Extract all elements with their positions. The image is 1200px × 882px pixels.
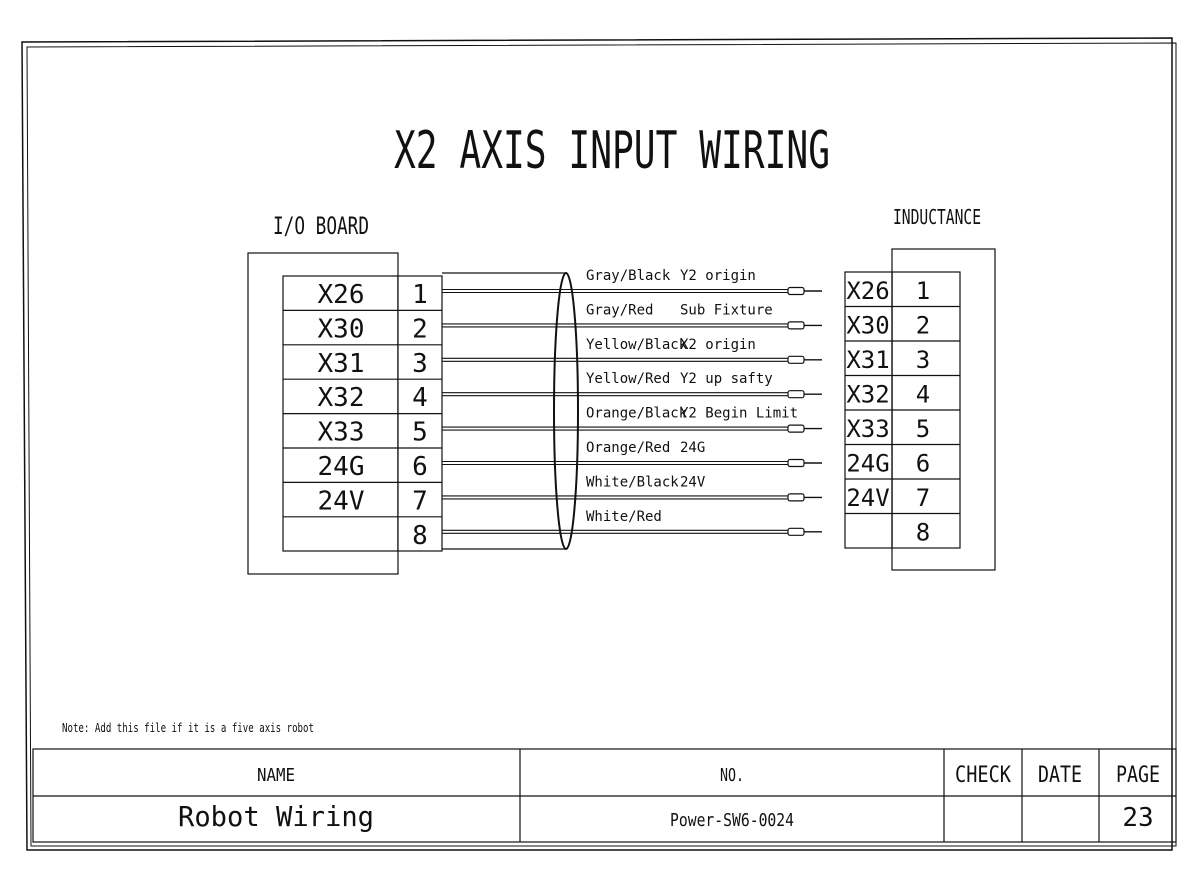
wire-terminal-connector — [787, 390, 805, 399]
io-board-pin-number: 7 — [412, 486, 428, 516]
wire-terminal-connector — [787, 286, 805, 296]
inductance-pin-number: 2 — [916, 312, 930, 340]
wire: Gray/Black Y2 origin — [442, 268, 822, 296]
io-board-signal-label: X30 — [318, 314, 365, 344]
wire-color-label: Yellow/Red — [586, 371, 670, 387]
wire-color-label: Orange/Black — [586, 406, 688, 422]
date-header: DATE — [1038, 763, 1082, 788]
inductance-signal-label: X31 — [846, 346, 889, 374]
inductance-pin-number: 8 — [916, 519, 930, 547]
cable-bundle — [442, 272, 579, 550]
wire-terminal-connector — [787, 493, 805, 502]
inductance-signal-label: X33 — [846, 415, 889, 443]
page-header: PAGE — [1116, 763, 1160, 788]
io-board-pin-number: 2 — [412, 314, 428, 344]
io-board-label: I/O BOARD — [273, 212, 369, 240]
wire-terminal-connector — [787, 458, 805, 468]
inductance-label: INDUCTANCE — [893, 205, 981, 229]
io-board-signal-label: X32 — [318, 383, 365, 413]
inductance-signal-label: 24V — [846, 484, 889, 512]
page-number: 23 — [1122, 803, 1153, 833]
wire-function-label: X2 origin — [680, 337, 756, 353]
wire-color-label: Yellow/Black — [586, 337, 688, 353]
inductance-pin-number: 6 — [916, 450, 930, 478]
diagram-title: X2 AXIS INPUT WIRING — [394, 121, 830, 181]
inductance-pin-number: 3 — [916, 346, 930, 374]
wire-function-label: 24G — [680, 440, 705, 456]
io-board-pin-number: 1 — [412, 280, 428, 310]
inductance-pin-number: 4 — [916, 381, 930, 409]
wire-terminal-connector — [787, 424, 805, 433]
wire-function-label: Y2 up safty — [680, 371, 773, 387]
inductance-pin-number: 1 — [916, 277, 930, 305]
wire-color-label: Orange/Red — [586, 440, 670, 456]
inductance-signal-label: X26 — [846, 277, 889, 305]
wire-terminal-connector — [787, 321, 805, 330]
io-board-pin-number: 4 — [412, 383, 428, 413]
wire-function-label: Sub Fixture — [680, 302, 773, 318]
io-board-pin-number: 5 — [412, 418, 428, 448]
inductance-pin-number: 7 — [916, 484, 930, 512]
inductance-signal-label: X32 — [846, 381, 889, 409]
note-text: Note: Add this file if it is a five axis… — [62, 721, 314, 735]
wire: Orange/Red 24G — [442, 440, 822, 468]
io-board-signal-label: X26 — [318, 280, 365, 310]
io-board-signal-label: 24G — [318, 452, 365, 482]
inductance-pin-number: 5 — [916, 415, 930, 443]
io-board-signal-label: X31 — [318, 349, 365, 379]
title-block — [32, 748, 1177, 843]
wire: White/Red — [442, 509, 822, 536]
inductance-signal-label: 24G — [846, 450, 889, 478]
wire-function-label: Y2 origin — [680, 268, 756, 284]
inductance-signal-label: X30 — [846, 312, 889, 340]
wire-color-label: Gray/Black — [586, 268, 671, 284]
io-board-signal-label: X33 — [318, 418, 365, 448]
cable-bundle-oval — [553, 272, 579, 550]
check-header: CHECK — [955, 763, 1012, 788]
wire-terminal-connector — [787, 355, 805, 364]
wire-function-label: Y2 Begin Limit — [680, 406, 798, 422]
wire-color-label: White/Red — [586, 509, 662, 525]
drawing-number: Power-SW6-0024 — [670, 810, 794, 831]
wire-color-label: Gray/Red — [586, 302, 653, 318]
name-header: NAME — [257, 765, 295, 786]
wire-terminal-connector — [787, 527, 805, 536]
wire: Gray/Red Sub Fixture — [442, 302, 822, 330]
wire-function-label: 24V — [680, 474, 706, 490]
io-board-signal-label: 24V — [318, 486, 365, 516]
wire-color-label: White/Black — [586, 474, 679, 490]
io-board-pin-number: 3 — [412, 349, 428, 379]
no-header: NO. — [720, 765, 744, 786]
io-board-pin-number: 6 — [412, 452, 428, 482]
drawing-frame — [21, 37, 1177, 851]
io-board-pin-number: 8 — [412, 521, 428, 551]
drawing-name: Robot Wiring — [178, 800, 374, 833]
wire: Yellow/Red Y2 up safty — [442, 371, 822, 399]
